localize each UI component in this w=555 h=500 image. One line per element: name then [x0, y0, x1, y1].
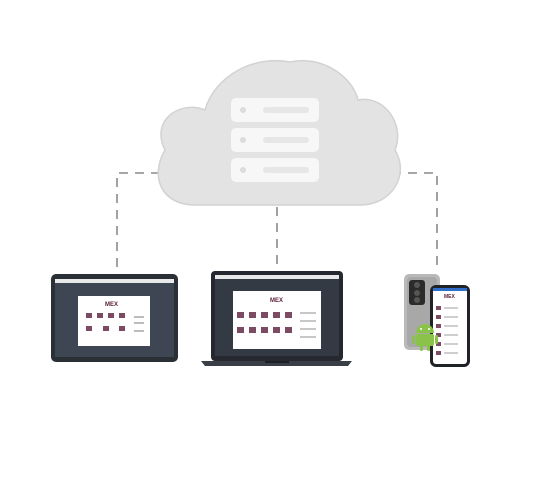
- phone-icon: [404, 274, 470, 367]
- tablet-brand-label: MEX: [105, 302, 119, 308]
- laptop-icon: [201, 271, 352, 366]
- connector-lines: [116, 172, 438, 272]
- connector-tablet: [116, 172, 160, 268]
- tablet-icon: [51, 274, 178, 362]
- phone-brand-label: MEX: [444, 294, 455, 300]
- android-icon: [412, 324, 438, 351]
- connector-phone: [392, 172, 438, 268]
- laptop-brand-label: MEX: [270, 298, 284, 304]
- server-stack-icon: [231, 98, 319, 182]
